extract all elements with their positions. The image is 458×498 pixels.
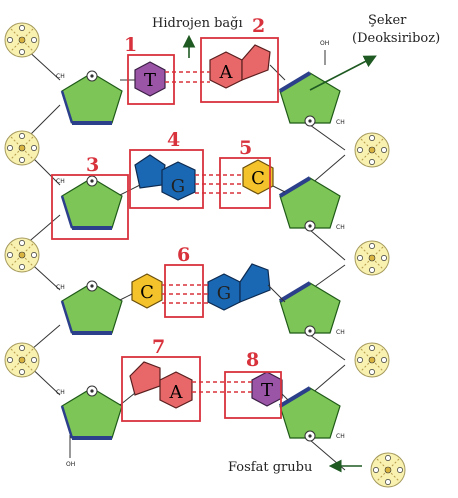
ring-oxygen-icon <box>86 280 98 292</box>
ch2-label: CH <box>56 284 65 291</box>
base-letter: C <box>251 168 265 189</box>
label-number-1: 1 <box>124 34 137 56</box>
highlight-box-6 <box>164 264 204 318</box>
phosphate-icon <box>4 342 40 378</box>
ch2-label: CH <box>336 119 345 126</box>
base-pair-row-4: A T <box>119 361 289 409</box>
ch2-label: CH <box>56 73 65 80</box>
phosphate-icon <box>370 452 406 488</box>
base-letter: C <box>140 282 154 303</box>
phosphate-label: Fosfat grubu <box>228 460 312 475</box>
guanine-base <box>161 161 196 201</box>
ring-oxygen-icon <box>86 175 98 187</box>
arrow-diagonal-icon <box>309 55 377 91</box>
highlight-box-1 <box>127 54 175 105</box>
base-letter: T <box>261 380 273 401</box>
hydrogen-bond-label: Hidrojen bağı <box>152 16 243 31</box>
oh-label: OH <box>320 40 329 47</box>
cytosine-base <box>131 273 163 309</box>
ring-oxygen-icon <box>86 385 98 397</box>
phosphate-icon <box>354 240 390 276</box>
phosphate-icon <box>4 237 40 273</box>
ch2-label: CH <box>56 389 65 396</box>
phosphate-icon <box>354 342 390 378</box>
ring-oxygen-icon <box>304 430 316 442</box>
sugar-label-line2: (Deoksiriboz) <box>352 31 440 46</box>
phosphate-icon <box>4 22 40 58</box>
label-number-4: 4 <box>167 129 180 151</box>
base-letter: A <box>219 62 234 83</box>
ring-oxygen-icon <box>86 70 98 82</box>
base-letter: A <box>169 382 184 403</box>
ring-oxygen-icon <box>304 220 316 232</box>
base-letter: G <box>217 283 231 304</box>
ch2-label: CH <box>336 329 345 336</box>
label-number-2: 2 <box>252 15 265 37</box>
base-pair-row-3: C G <box>119 263 286 311</box>
label-number-7: 7 <box>152 336 165 358</box>
ring-oxygen-icon <box>304 115 316 127</box>
label-number-5: 5 <box>239 137 252 159</box>
ch2-label: CH <box>336 433 345 440</box>
highlight-box-5 <box>219 157 271 209</box>
label-number-3: 3 <box>86 154 99 176</box>
label-number-6: 6 <box>177 244 190 266</box>
highlight-box-8 <box>224 371 282 419</box>
highlight-box-4 <box>129 149 204 209</box>
base-pair-row-1: T A <box>120 44 286 97</box>
highlight-box-2 <box>200 37 279 103</box>
ring-oxygen-icon <box>304 325 316 337</box>
ch2-label: CH <box>336 224 345 231</box>
guanine-ring <box>239 263 271 303</box>
adenine-ring <box>241 44 271 81</box>
sugar-label-line1: Şeker <box>368 13 407 28</box>
adenine-base <box>159 371 193 409</box>
phosphate-icon <box>354 132 390 168</box>
ch2-label: CH <box>56 178 65 185</box>
base-letter: T <box>144 70 156 91</box>
oh-label: OH <box>66 461 75 468</box>
highlight-box-3 <box>51 174 129 240</box>
adenine-ring <box>129 361 161 396</box>
thymine-base <box>134 61 166 97</box>
label-number-8: 8 <box>246 349 259 371</box>
base-letter: G <box>171 176 185 197</box>
guanine-ring <box>134 154 166 189</box>
highlight-box-7 <box>121 356 201 422</box>
phosphate-icon <box>4 130 40 166</box>
highlight-boxes <box>51 37 282 422</box>
